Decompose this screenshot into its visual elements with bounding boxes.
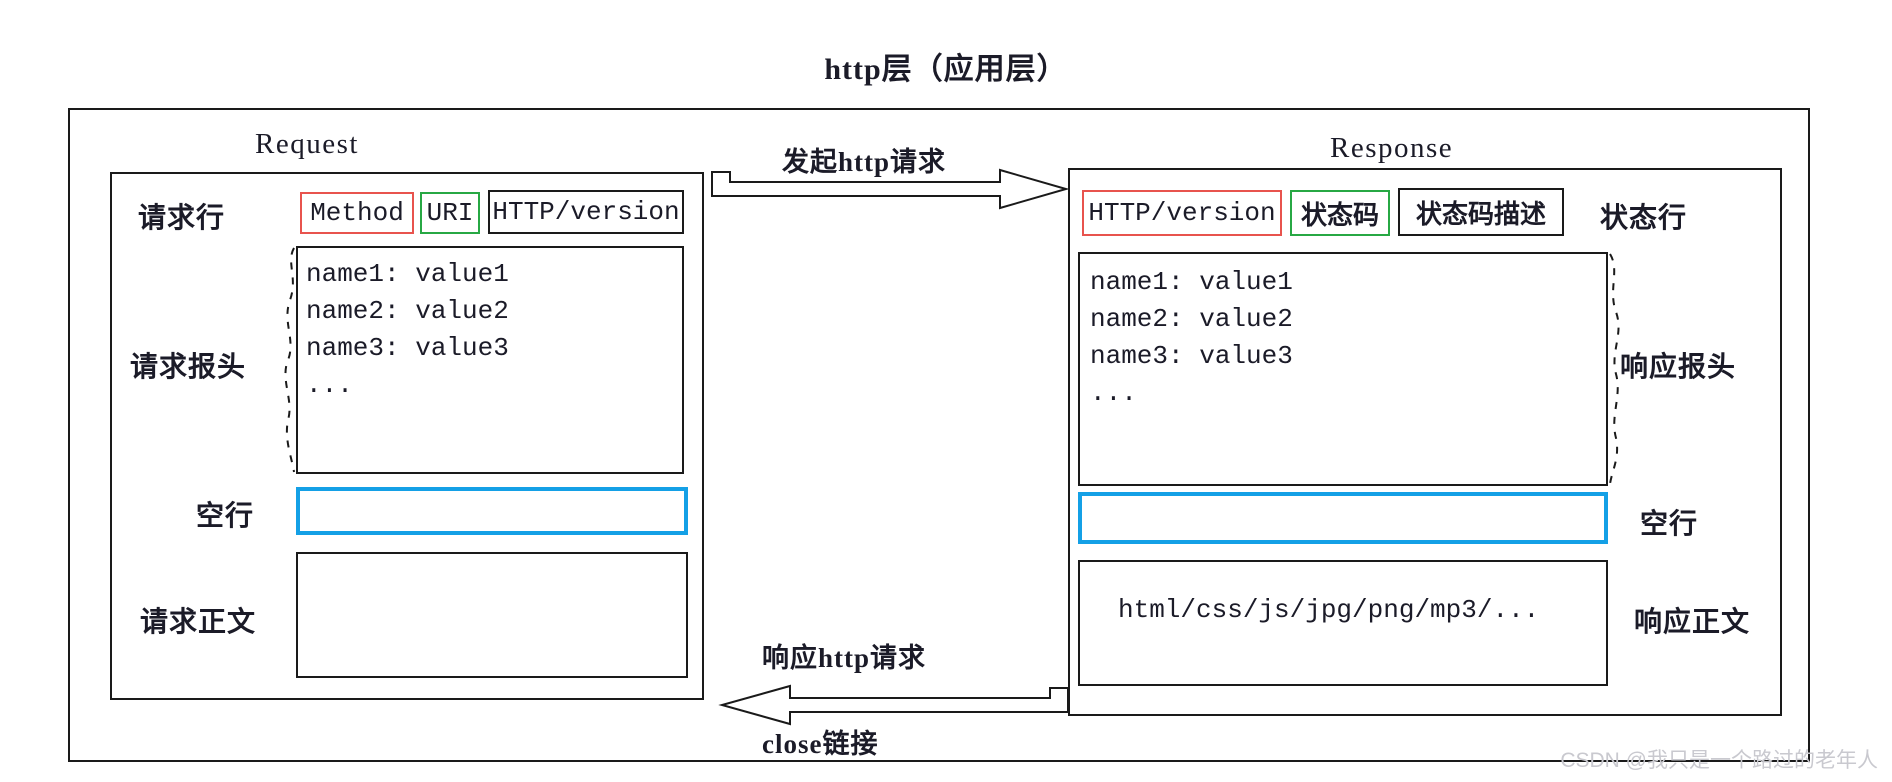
response-blank-line-box	[1078, 492, 1608, 544]
request-headers-ellipsis: ...	[306, 370, 353, 400]
watermark: CSDN @我只是一个路过的老年人	[1560, 749, 1878, 772]
response-headers-box	[1078, 252, 1608, 486]
response-status-desc-box: 状态码描述	[1398, 188, 1564, 236]
response-heading: Response	[1330, 132, 1454, 164]
request-blank-line-box	[296, 487, 688, 535]
request-headers-box	[296, 246, 684, 474]
request-arrow-label: 发起http请求	[782, 147, 947, 177]
response-arrow-label: 响应http请求	[762, 643, 927, 673]
response-body-box	[1078, 560, 1608, 686]
response-version-box: HTTP/version	[1082, 190, 1282, 236]
response-headers-line-2: name2: value2	[1090, 304, 1293, 334]
response-body-content: html/css/js/jpg/png/mp3/...	[1118, 595, 1540, 625]
request-headers-label: 请求报头	[130, 352, 247, 383]
response-blank-line-label: 空行	[1640, 509, 1699, 540]
response-status-code-box: 状态码	[1290, 190, 1390, 236]
response-panel	[1068, 168, 1782, 716]
request-line-label: 请求行	[138, 203, 226, 234]
request-blank-line-label: 空行	[196, 501, 255, 532]
request-headers-line-2: name2: value2	[306, 296, 509, 326]
request-version-box: HTTP/version	[488, 190, 684, 234]
request-heading: Request	[255, 128, 359, 160]
request-headers-line-1: name1: value1	[306, 259, 509, 289]
page-title: http层（应用层）	[824, 53, 1068, 86]
request-body-box	[296, 552, 688, 678]
response-body-label: 响应正文	[1634, 607, 1751, 638]
response-status-line-label: 状态行	[1600, 203, 1688, 234]
request-method-box: Method	[300, 192, 414, 234]
request-uri-box: URI	[420, 192, 480, 234]
request-panel	[110, 172, 704, 700]
response-headers-ellipsis: ...	[1090, 378, 1137, 408]
close-connection-label: close链接	[762, 729, 879, 759]
http-layer-frame	[68, 108, 1810, 762]
request-body-label: 请求正文	[140, 607, 257, 638]
response-headers-line-3: name3: value3	[1090, 341, 1293, 371]
response-headers-line-1: name1: value1	[1090, 267, 1293, 297]
request-headers-line-3: name3: value3	[306, 333, 509, 363]
response-headers-label: 响应报头	[1620, 352, 1737, 383]
